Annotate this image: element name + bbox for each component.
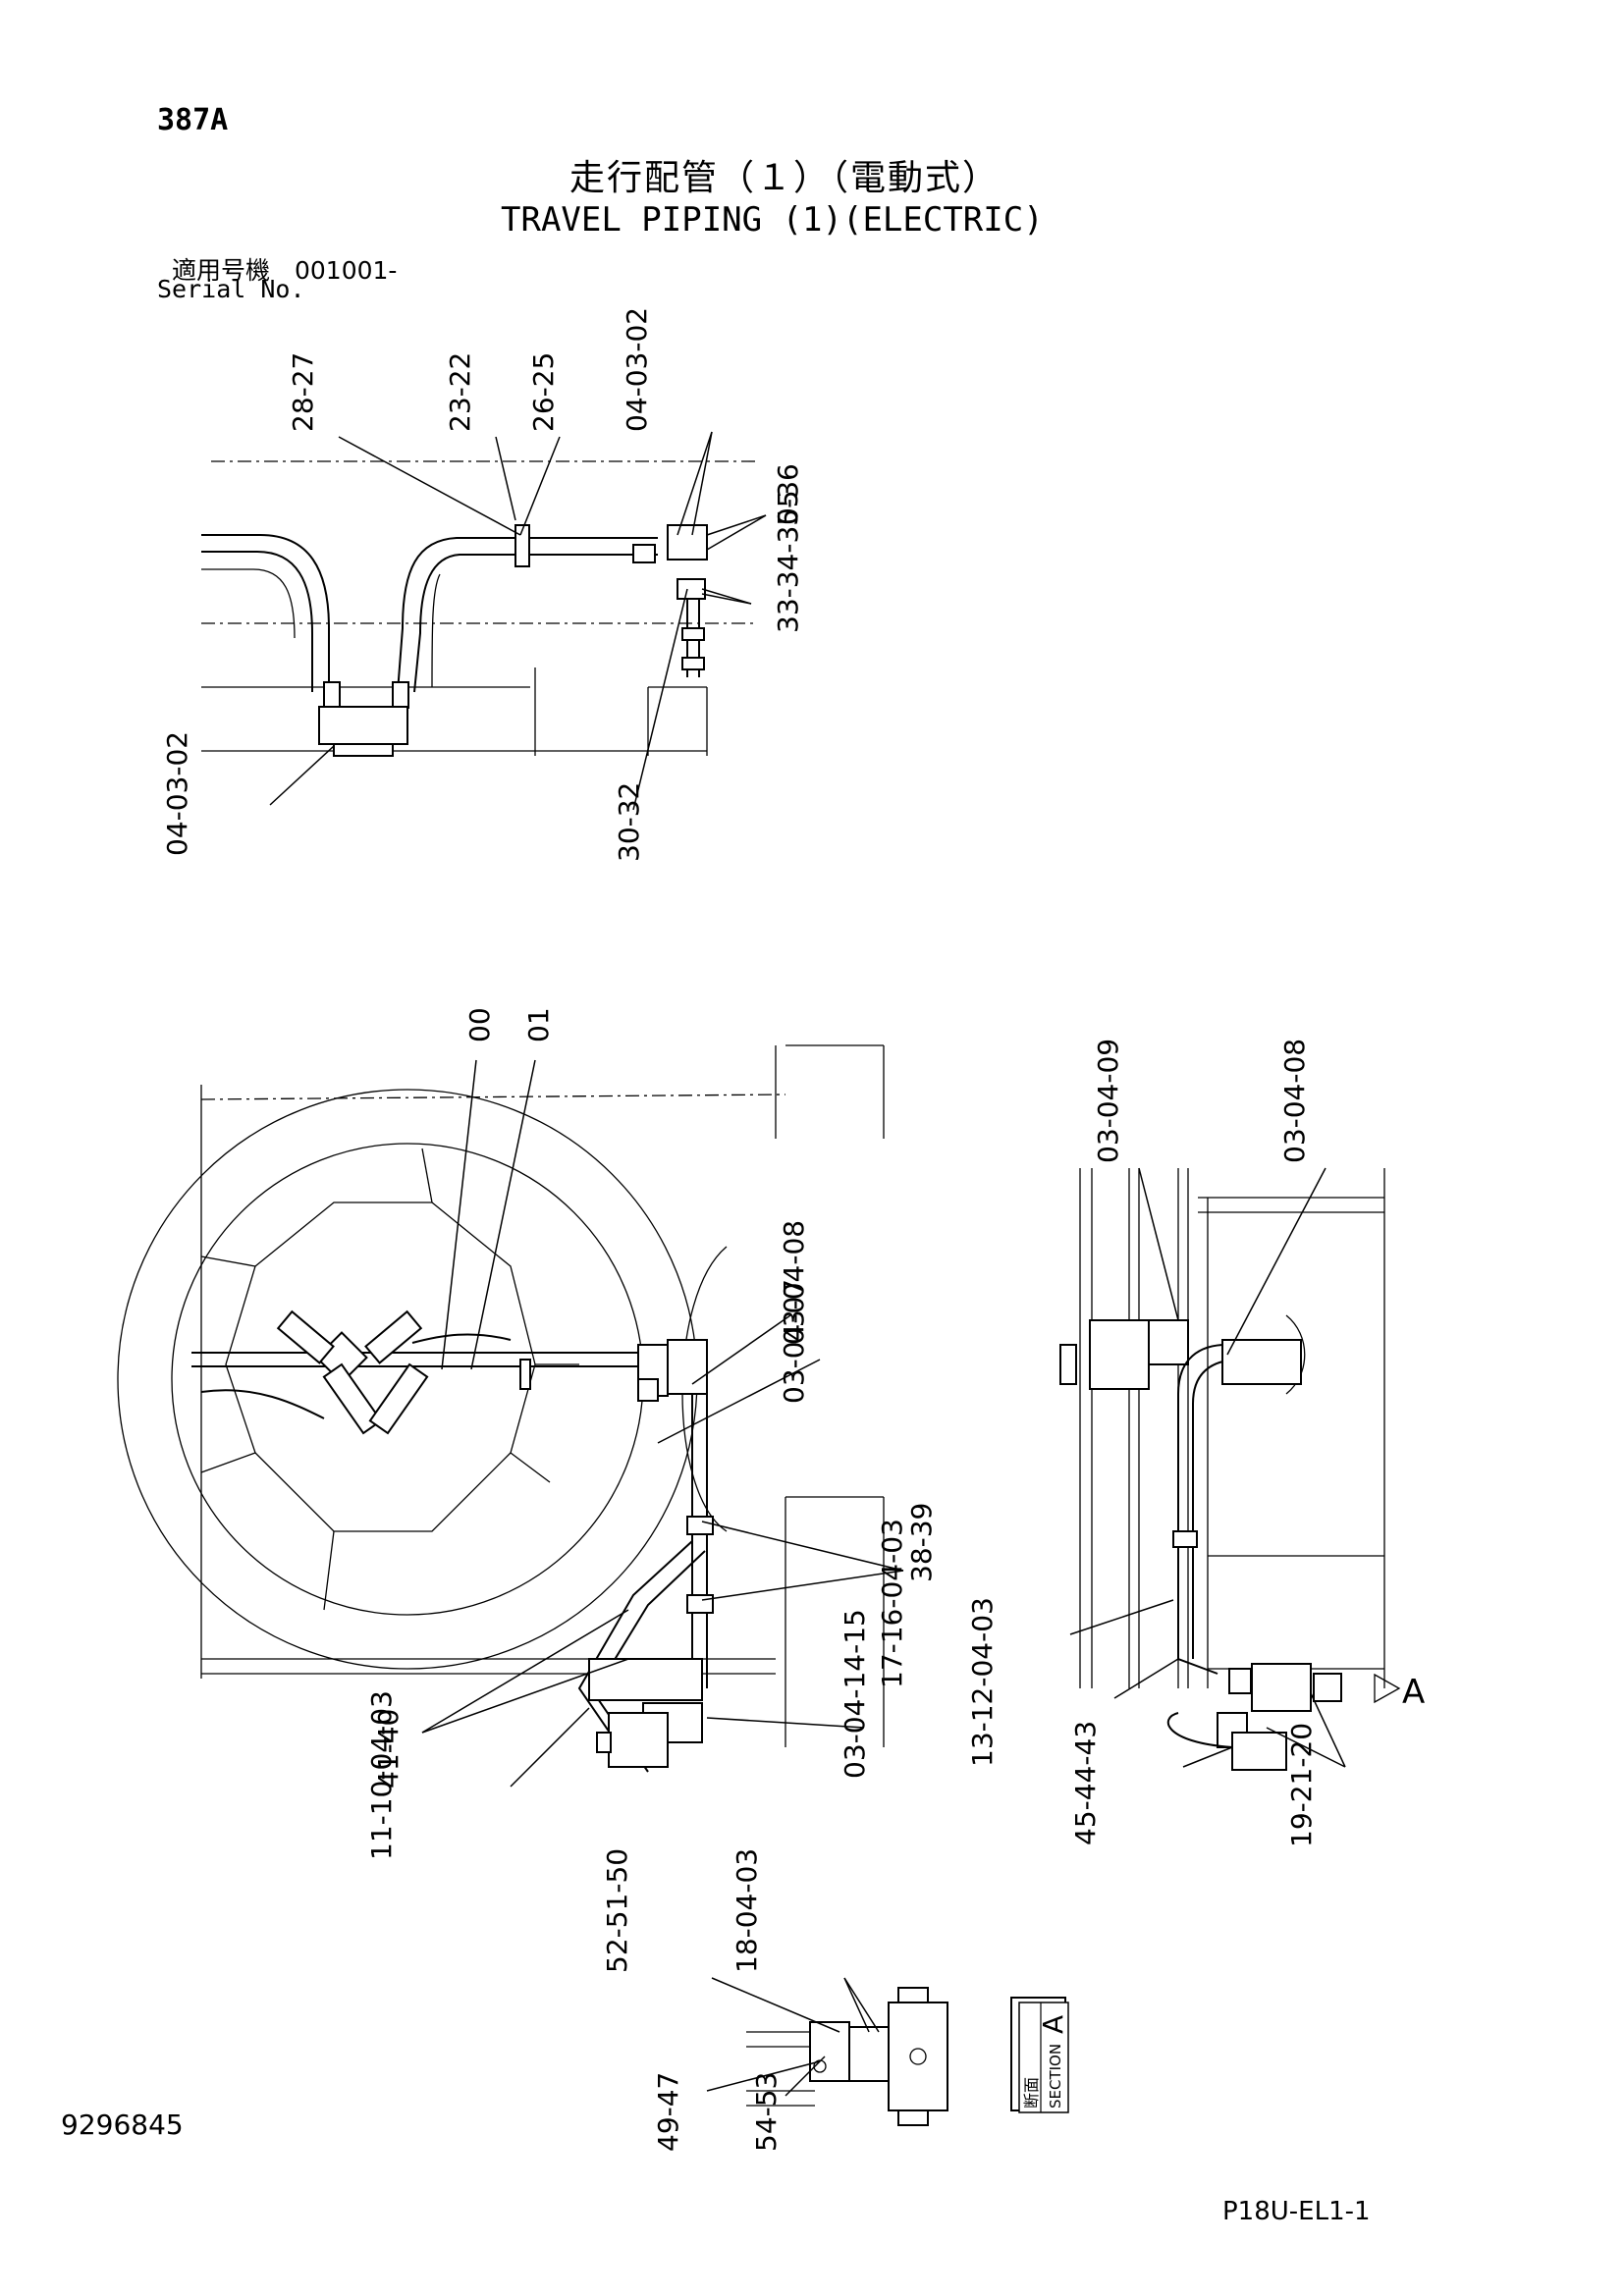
view-arrow-letter: A — [1402, 1673, 1425, 1712]
callout-label: 26-25 — [527, 352, 560, 432]
section-a-box: 断面 SECTION A — [1018, 2002, 1069, 2113]
callout-label: 54-53 — [750, 2072, 783, 2152]
callout-label: 04-03-02 — [161, 731, 193, 856]
callout-label: 05 — [772, 490, 804, 525]
document-number: 9296845 — [61, 2109, 184, 2141]
callout-label: 38-39 — [905, 1503, 938, 1582]
callout-label: 04-03-02 — [621, 307, 653, 432]
section-label-japanese: 断面 — [1022, 2077, 1041, 2109]
section-label-english: SECTION — [1047, 2044, 1064, 2109]
serial-label-japanese: 適用号機 001001- — [172, 256, 398, 285]
callout-label: 33-34-35-36 — [772, 463, 804, 633]
callout-labels: 28-27 23-22 26-25 04-03-02 05 33-34-35-3… — [161, 307, 1318, 2152]
callout-label: 01 — [522, 1007, 555, 1042]
callout-label: 28-27 — [287, 352, 319, 432]
callout-label: 03-04-08 — [1278, 1039, 1311, 1163]
callout-label: 45-44-43 — [1069, 1721, 1102, 1845]
callout-label: 11-10-04-03 — [365, 1690, 398, 1860]
page-number: 387A — [157, 103, 229, 137]
callout-label: 49-47 — [652, 2072, 684, 2152]
callout-label: 03-04-07 — [778, 1279, 810, 1404]
callout-label: 00 — [463, 1007, 496, 1042]
callout-label: 13-12-04-03 — [966, 1597, 999, 1767]
callout-label: 19-21-20 — [1285, 1723, 1318, 1847]
callout-label: 18-04-03 — [731, 1848, 763, 1973]
section-label-letter: A — [1037, 2015, 1069, 2034]
callout-label: 17-16-04-03 — [876, 1519, 908, 1688]
main-view — [117, 1044, 885, 1773]
leader-lines — [269, 431, 1346, 2097]
callout-label: 23-22 — [444, 352, 476, 432]
right-view: A — [1059, 1168, 1425, 1771]
section-view — [746, 1987, 1066, 2126]
callout-label: 03-04-08 — [778, 1220, 810, 1345]
callout-label: 52-51-50 — [601, 1848, 633, 1973]
top-view — [201, 460, 756, 757]
callout-label: 03-04-09 — [1092, 1039, 1124, 1163]
callout-label: 30-32 — [613, 782, 645, 862]
callout-label: 41-40 — [372, 1709, 405, 1789]
title-japanese: 走行配管（１）（電動式） — [569, 158, 1001, 198]
title-english: TRAVEL PIPING (1)(ELECTRIC) — [501, 200, 1044, 240]
sheet-number: P18U-EL1-1 — [1222, 2197, 1371, 2226]
callout-label: 03-04-14-15 — [839, 1609, 871, 1779]
serial-label-english: Serial No. — [157, 275, 305, 303]
